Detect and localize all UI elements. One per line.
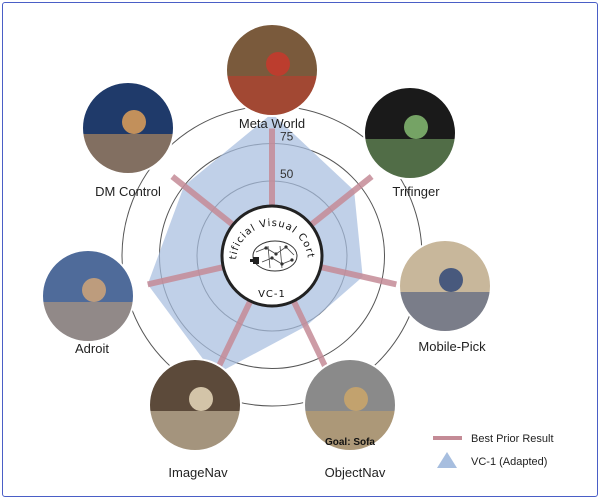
tick-label: 75: [280, 130, 294, 144]
kitchen-goal-image: Goal: Sofa: [303, 358, 397, 452]
center-logo-abbr: VC-1: [258, 289, 286, 300]
axis-label: Trifinger: [392, 184, 440, 199]
axis-label: ObjectNav: [325, 465, 386, 480]
walker-body-image: [81, 81, 175, 175]
axis-label: DM Control: [95, 184, 161, 199]
axis-label: Adroit: [75, 341, 109, 356]
legend-label-vc1: VC-1 (Adapted): [471, 456, 547, 468]
tick-label: 50: [280, 167, 294, 181]
axis-label: Meta World: [239, 116, 305, 131]
robot-hand-image: [41, 249, 135, 343]
kitchen-room-image: [148, 358, 242, 452]
axis-label: Mobile-Pick: [418, 339, 486, 354]
legend-swatch-vc1: [437, 452, 457, 468]
robot-arm-table-image: [225, 23, 319, 117]
brain-circuit-icon: [250, 240, 298, 272]
trifinger-cube-image: [363, 86, 457, 180]
center-logo-ring: [220, 204, 324, 308]
legend-label-best-prior: Best Prior Result: [471, 433, 554, 445]
axis-label: ImageNav: [168, 465, 228, 480]
goal-overlay-label: Goal: Sofa: [325, 437, 375, 448]
mobile-manipulator-image: [398, 239, 492, 333]
